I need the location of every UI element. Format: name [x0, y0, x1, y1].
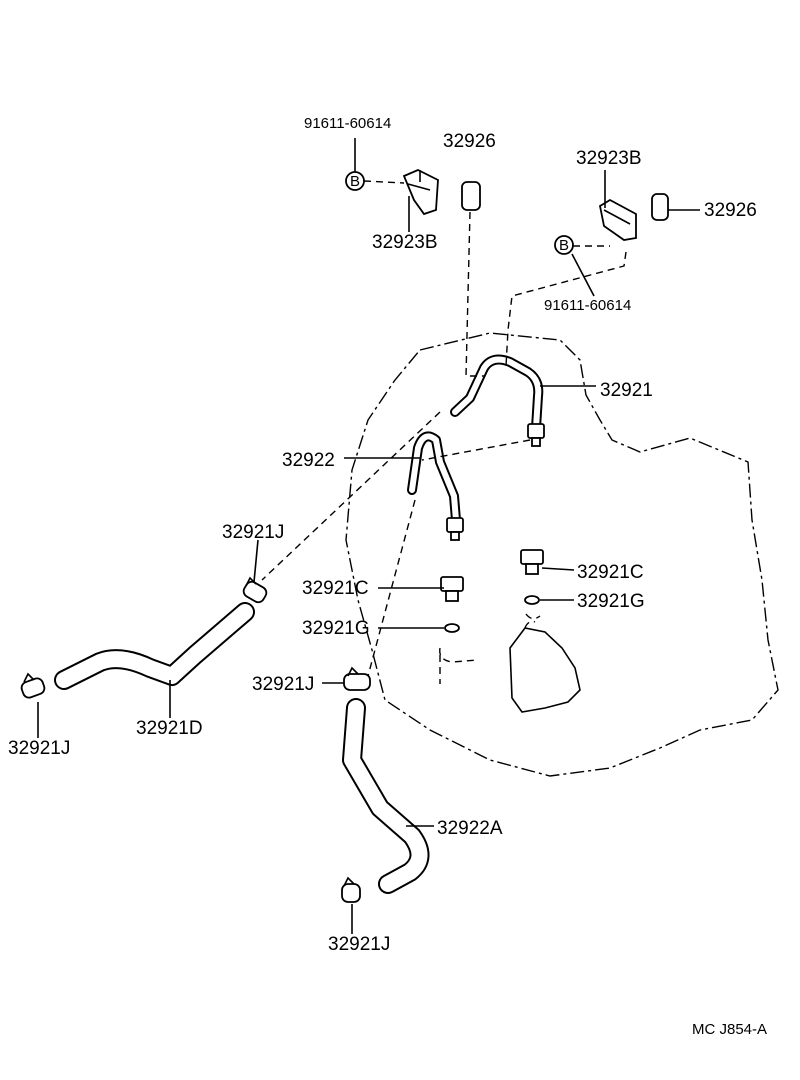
plug-icon: [651, 193, 669, 221]
housing-mount-detail: [509, 627, 581, 713]
part-label-32921j: 32921J: [222, 522, 284, 543]
assembly-line: [363, 180, 405, 184]
assembly-line: [367, 499, 416, 677]
bolt-marker-icon: B: [345, 171, 365, 191]
part-label-32926: 32926: [443, 131, 496, 152]
union-bolt-icon: [520, 549, 544, 575]
part-label-32921j: 32921J: [8, 738, 70, 759]
hose-32922a: [342, 698, 430, 894]
transaxle-housing-outline: [345, 332, 779, 777]
part-label-32926: 32926: [704, 200, 757, 221]
part-label-91611-60614: 91611-60614: [544, 297, 631, 314]
hose-32921d: [54, 602, 255, 690]
part-label-32921j: 32921J: [328, 934, 390, 955]
part-label-32922a: 32922A: [437, 818, 503, 839]
pipe-32921: [450, 354, 545, 447]
pipe-32922: [407, 431, 464, 541]
assembly-line: [421, 439, 531, 461]
leader-line: [541, 567, 575, 571]
part-label-91611-60614: 91611-60614: [304, 115, 391, 132]
gasket-icon: [444, 623, 460, 633]
diagram-code: MC J854-A: [692, 1021, 767, 1038]
assembly-line: [465, 211, 484, 377]
hose-clip-icon: [242, 576, 268, 604]
hose-clip-icon: [341, 876, 361, 903]
hose-clip-icon: [20, 672, 46, 699]
housing-port-detail: [439, 647, 479, 684]
hose-clip-icon: [343, 666, 371, 691]
part-label-32921: 32921: [600, 380, 653, 401]
union-bolt-icon: [440, 576, 464, 602]
part-label-32923b: 32923B: [372, 232, 438, 253]
assembly-line: [261, 411, 441, 581]
part-label-32922: 32922: [282, 450, 335, 471]
part-label-32923b: 32923B: [576, 148, 642, 169]
leader-line: [571, 253, 595, 297]
part-label-32921j: 32921J: [252, 674, 314, 695]
part-label-32921g: 32921G: [577, 591, 645, 612]
part-label-32921c: 32921C: [577, 562, 644, 583]
gasket-seat-detail: [525, 613, 541, 620]
bolt-marker-icon: B: [554, 235, 574, 255]
part-label-32921c: 32921C: [302, 578, 369, 599]
clamp-icon: [598, 198, 637, 241]
part-label-32921g: 32921G: [302, 618, 370, 639]
leader-line: [253, 539, 259, 583]
svg-text:B: B: [559, 237, 569, 254]
clamp-icon: [402, 169, 439, 216]
housing-mount-inner: [524, 620, 536, 629]
gasket-icon: [524, 595, 540, 605]
svg-text:B: B: [350, 173, 360, 190]
plug-icon: [461, 181, 481, 211]
part-label-32921d: 32921D: [136, 718, 203, 739]
